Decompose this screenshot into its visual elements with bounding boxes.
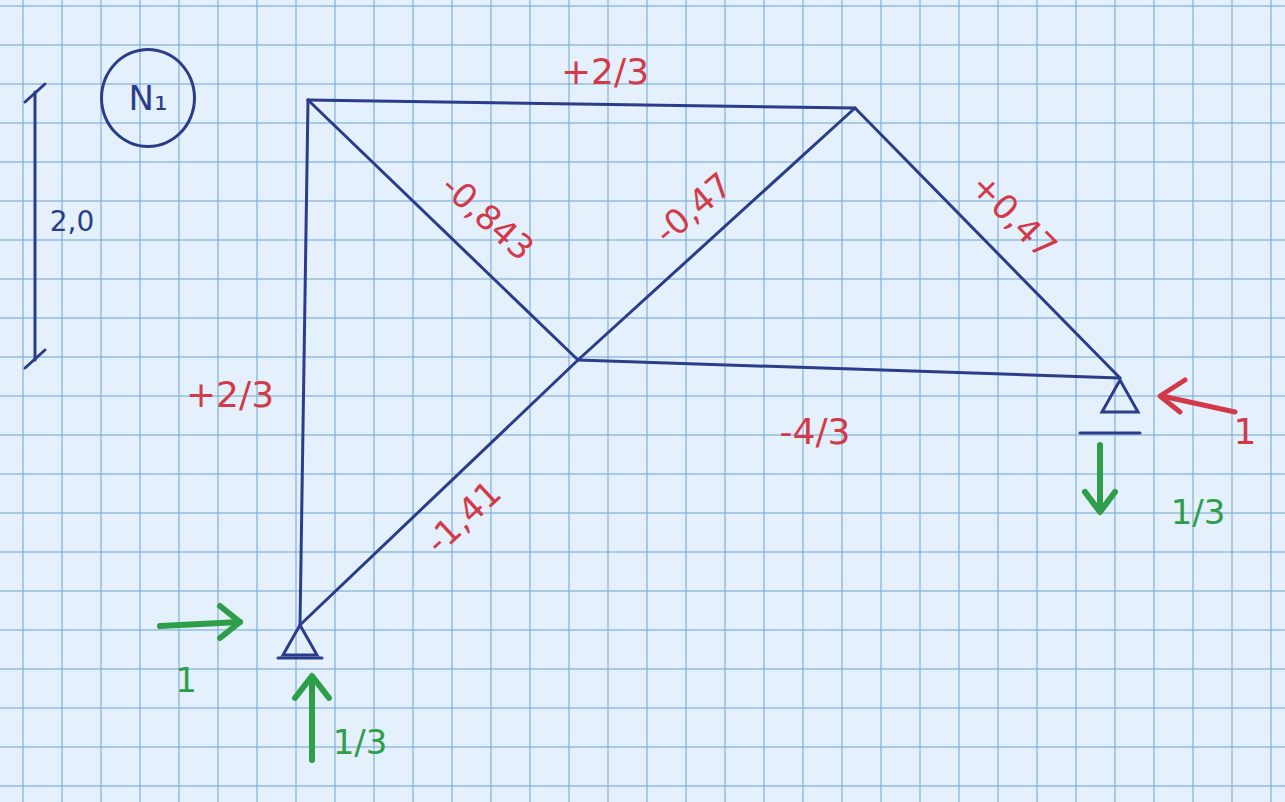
force-arrowhead [1160,380,1185,412]
reaction-arrow [160,622,240,626]
support-symbol [1102,380,1138,412]
member-force: -0,843 [433,165,543,269]
node-text: N₁ [128,81,167,115]
support-symbol [283,625,317,655]
reaction-value: 1 [172,662,200,698]
dimension-label: 2,0 [47,207,98,237]
reaction-arrowhead [1085,492,1115,512]
truss-member [308,100,855,108]
reaction-arrowhead [220,606,240,638]
truss-member [578,108,855,360]
reaction-value: 1/3 [1168,494,1229,530]
member-force: -1,41 [416,472,509,562]
truss-member [300,100,308,625]
member-force: +2/3 [183,376,277,414]
dimension-tick [25,84,45,102]
member-force: +0,47 [962,164,1065,267]
dimension-tick [25,350,45,368]
support-symbol [1080,432,1140,435]
support-symbol [278,657,322,660]
circled-label: N₁ [100,48,196,148]
member-force: -4/3 [777,413,854,451]
truss-member [300,360,578,625]
truss-member [578,360,1120,378]
truss-member [308,100,578,360]
member-force: 1 [1231,413,1260,451]
truss-member [855,108,1120,378]
member-force: +2/3 [558,53,652,91]
reaction-arrow [309,678,315,760]
dimension-line [34,92,37,360]
reaction-arrow [1097,445,1103,510]
member-force: -0,47 [645,164,740,252]
reaction-arrowhead [295,676,329,698]
reaction-value: 1/3 [330,724,391,760]
